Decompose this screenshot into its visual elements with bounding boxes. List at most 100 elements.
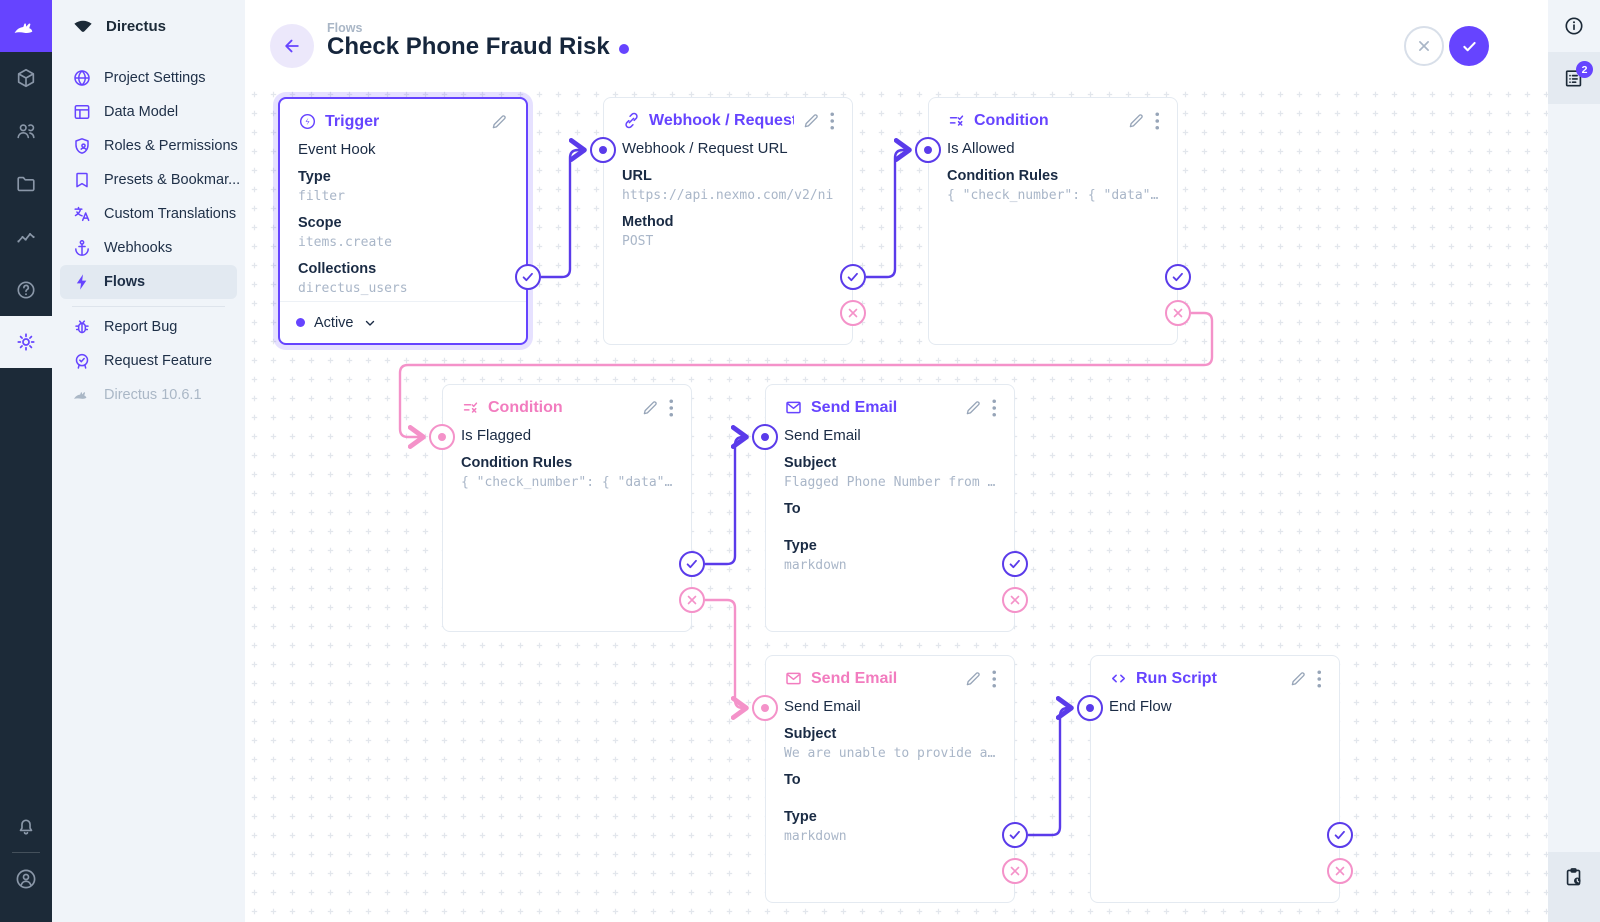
webhook-reject-connector[interactable] [840, 300, 866, 326]
panel-menu-dots-icon[interactable] [991, 669, 997, 688]
notes-icon: 2 [1563, 61, 1593, 89]
sidebar-item-report-bug[interactable]: Report Bug [60, 310, 237, 344]
panel-menu-dots-icon[interactable] [829, 111, 835, 130]
activity-notes-button[interactable]: 2 [1548, 52, 1600, 104]
flow-panel-condition-flagged[interactable]: Condition Is Flagged Condition Rules{ "c… [442, 384, 692, 632]
cancel-button[interactable] [1404, 26, 1444, 66]
code-icon [1109, 669, 1128, 688]
sidebar-item-project-settings[interactable]: Project Settings [60, 61, 237, 95]
field-value: We are unable to provide a… [784, 746, 996, 761]
condition-allowed-resolve-connector[interactable] [1165, 264, 1191, 290]
panel-menu-dots-icon[interactable] [668, 398, 674, 417]
sidebar-item-request-feature[interactable]: Request Feature [60, 344, 237, 378]
sidebar-item-label: Project Settings [104, 70, 206, 86]
avatar-icon [14, 867, 38, 891]
panel-menu-dots-icon[interactable] [1154, 111, 1160, 130]
field-value: filter [298, 189, 345, 204]
condition-rules-icon [461, 398, 480, 417]
panel-title: Condition [488, 398, 563, 416]
sidebar-item-version: Directus 10.6.1 [60, 378, 237, 412]
field-label: Method [622, 214, 674, 230]
shield-person-icon [72, 136, 92, 156]
project-fan-icon [72, 16, 94, 36]
run-script-input-connector[interactable] [1077, 695, 1103, 721]
nav-sidebar: Directus Project Settings Data Model Rol… [52, 0, 245, 922]
operation-name: Send Email [784, 427, 861, 444]
condition-flagged-input-connector[interactable] [429, 424, 455, 450]
edit-pencil-icon[interactable] [1289, 670, 1307, 688]
notifications-button[interactable] [0, 800, 52, 852]
flow-panel-condition-allowed[interactable]: Condition Is Allowed Condition Rules{ "c… [928, 97, 1178, 345]
badge-check-icon [72, 351, 92, 371]
trigger-bolt-icon [298, 112, 317, 131]
edit-pencil-icon[interactable] [641, 399, 659, 417]
field-label: Type [784, 809, 817, 825]
unsaved-indicator-dot [618, 43, 629, 54]
translate-icon [72, 204, 92, 224]
email-flagged-reject-connector[interactable] [1002, 587, 1028, 613]
project-header[interactable]: Directus [52, 0, 245, 52]
trigger-resolve-connector[interactable] [515, 264, 541, 290]
module-content[interactable] [0, 52, 52, 104]
edit-pencil-icon[interactable] [802, 112, 820, 130]
save-button[interactable] [1449, 26, 1489, 66]
edit-pencil-icon[interactable] [490, 113, 508, 131]
email-unable-reject-connector[interactable] [1002, 858, 1028, 884]
link-icon [622, 111, 641, 130]
module-files[interactable] [0, 158, 52, 210]
sidebar-item-custom-translations[interactable]: Custom Translations [60, 197, 237, 231]
data-model-icon [72, 102, 92, 122]
operation-name: End Flow [1109, 698, 1172, 715]
condition-flagged-resolve-connector[interactable] [679, 551, 705, 577]
field-label: Subject [784, 726, 837, 742]
sidebar-item-label: Flows [104, 274, 146, 290]
field-value: directus_users [298, 281, 408, 296]
flow-panel-webhook[interactable]: Webhook / Request U Webhook / Request UR… [603, 97, 853, 345]
settings-gear-icon [15, 331, 37, 353]
condition-flagged-reject-connector[interactable] [679, 587, 705, 613]
edit-pencil-icon[interactable] [964, 399, 982, 417]
edit-pencil-icon[interactable] [1127, 112, 1145, 130]
info-button[interactable] [1548, 0, 1600, 52]
email-unable-resolve-connector[interactable] [1002, 822, 1028, 848]
breadcrumb[interactable]: Flows [327, 21, 363, 35]
field-value: https://api.nexmo.com/v2/ni [622, 188, 834, 203]
right-sidebar: 2 [1548, 0, 1600, 922]
module-users[interactable] [0, 105, 52, 157]
flow-status-toggle[interactable]: Active [280, 301, 526, 343]
condition-allowed-input-connector[interactable] [915, 137, 941, 163]
module-docs[interactable] [0, 264, 52, 316]
run-script-resolve-connector[interactable] [1327, 822, 1353, 848]
condition-allowed-reject-connector[interactable] [1165, 300, 1191, 326]
check-icon [1460, 37, 1479, 56]
sidebar-item-flows[interactable]: Flows [60, 265, 237, 299]
run-script-reject-connector[interactable] [1327, 858, 1353, 884]
bolt-icon [72, 272, 92, 292]
webhook-resolve-connector[interactable] [840, 264, 866, 290]
email-unable-input-connector[interactable] [752, 695, 778, 721]
edit-pencil-icon[interactable] [964, 670, 982, 688]
back-button[interactable] [270, 24, 314, 68]
panel-title: Send Email [811, 669, 898, 687]
panel-menu-dots-icon[interactable] [991, 398, 997, 417]
module-insights[interactable] [0, 211, 52, 263]
directus-logo[interactable] [0, 0, 52, 52]
webhook-input-connector[interactable] [590, 137, 616, 163]
email-flagged-resolve-connector[interactable] [1002, 551, 1028, 577]
email-flagged-input-connector[interactable] [752, 424, 778, 450]
panel-menu-dots-icon[interactable] [1316, 669, 1322, 688]
sidebar-item-data-model[interactable]: Data Model [60, 95, 237, 129]
field-value: { "check_number": { "data"… [461, 475, 673, 490]
user-avatar-button[interactable] [0, 853, 52, 905]
flow-panel-run-script[interactable]: Run Script End Flow [1090, 655, 1340, 903]
revisions-button[interactable] [1548, 852, 1600, 922]
sidebar-item-webhooks[interactable]: Webhooks [60, 231, 237, 265]
box-icon [15, 67, 37, 89]
sidebar-item-roles-permissions[interactable]: Roles & Permissions [60, 129, 238, 163]
sidebar-item-presets-bookmarks[interactable]: Presets & Bookmar... [60, 163, 240, 197]
sidebar-item-label: Request Feature [104, 353, 213, 369]
module-settings[interactable] [0, 316, 52, 368]
